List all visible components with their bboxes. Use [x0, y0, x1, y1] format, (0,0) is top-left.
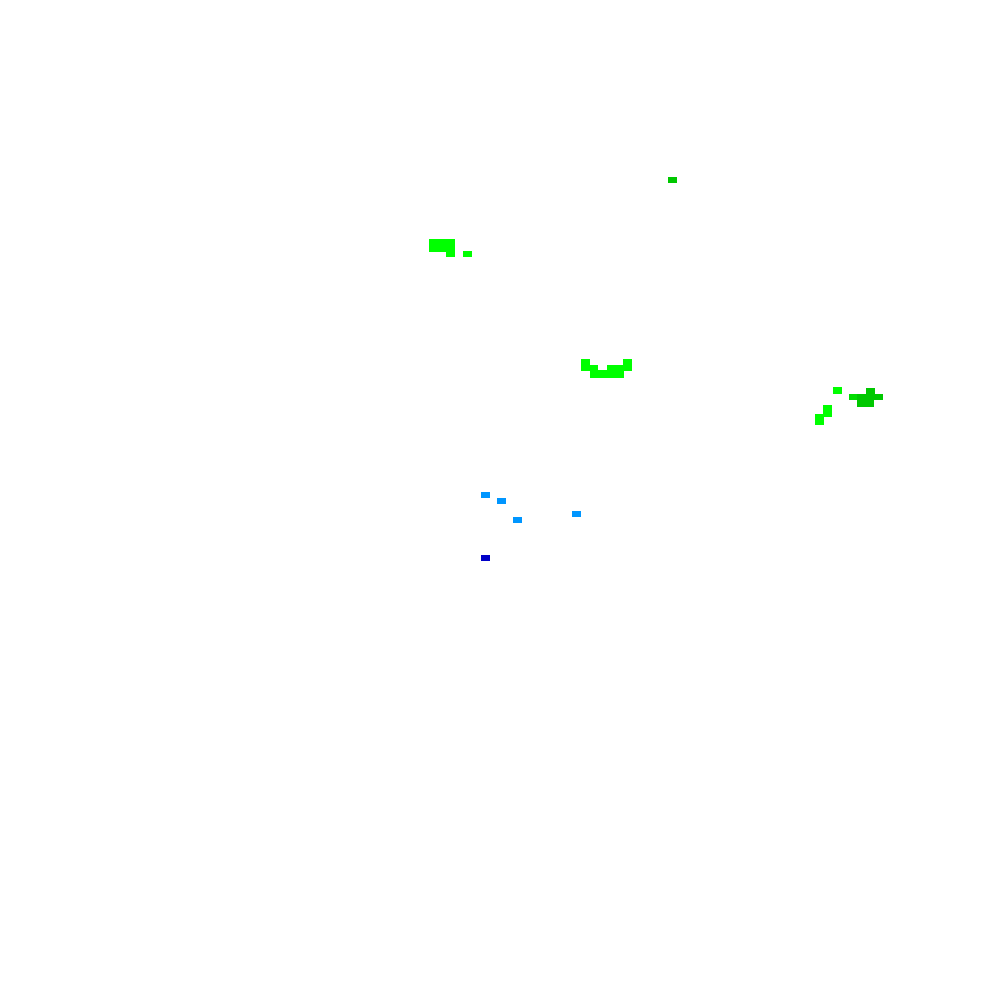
map-cluster-f [481, 555, 490, 561]
map-cell [497, 498, 506, 504]
map-cell [481, 492, 490, 498]
map-cell [463, 251, 472, 257]
map-cell [581, 359, 590, 371]
map-cell [513, 517, 522, 523]
map-cell [874, 394, 883, 400]
map-cell [823, 405, 832, 417]
map-cell [590, 370, 624, 378]
map-cell [668, 177, 677, 183]
map-cluster-d [815, 387, 883, 425]
map-cell [833, 387, 842, 394]
map-cell [607, 365, 624, 371]
map-cell [572, 511, 581, 517]
map-cell [849, 394, 858, 400]
map-cell [446, 251, 455, 257]
map-cluster-a [668, 177, 677, 183]
map-cluster-e [481, 492, 581, 523]
map-cell [589, 365, 598, 371]
map-cluster-c [581, 359, 632, 378]
map-cell [866, 388, 875, 395]
map-cell [623, 359, 632, 371]
map-cell [815, 414, 824, 425]
map-cluster-b [429, 239, 472, 257]
map-cell [429, 239, 455, 252]
map-cell [857, 394, 874, 407]
map-cell [481, 555, 490, 561]
